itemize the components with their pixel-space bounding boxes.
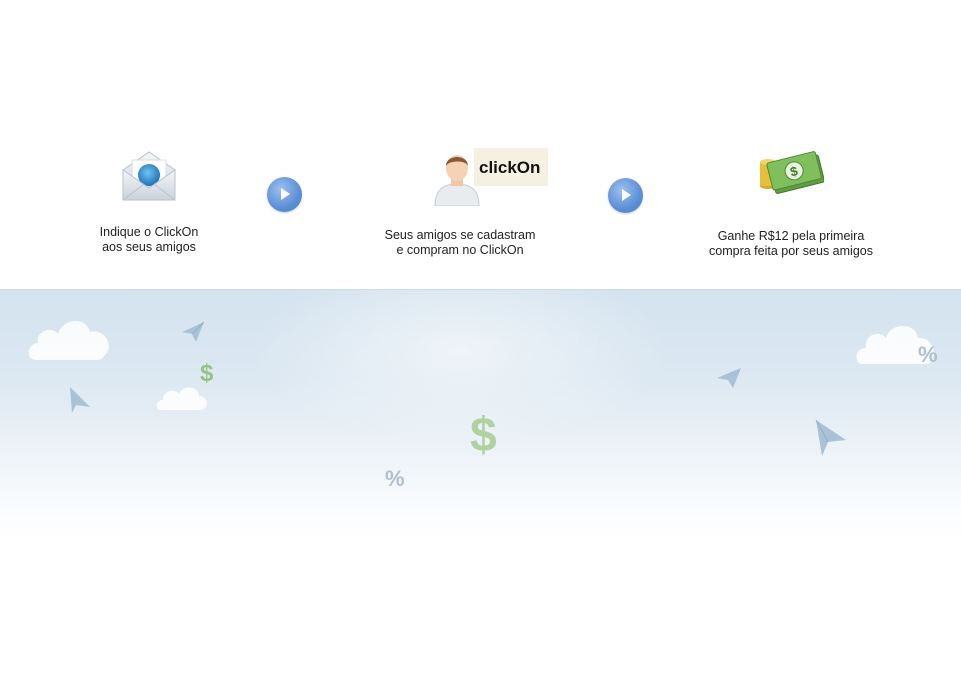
next-arrow-icon	[608, 178, 643, 213]
cloud-icon	[28, 320, 109, 360]
step-2-line1: Seus amigos se cadastram	[384, 228, 536, 242]
paper-plane-icon	[717, 368, 741, 388]
clickon-logo-text: clickOn	[479, 158, 540, 177]
step-3-text: Ganhe R$12 pela primeira compra feita po…	[700, 229, 882, 259]
how-it-works-steps: Indique o ClickOn aos seus amigos clickO…	[0, 0, 961, 289]
step-1-text: Indique o ClickOn aos seus amigos	[78, 225, 220, 255]
cloud-icon	[156, 387, 207, 410]
paper-plane-icon	[70, 387, 90, 413]
step-2-line2: e compram no ClickOn	[396, 243, 524, 257]
paper-plane-icon	[815, 420, 846, 456]
person-icon	[433, 150, 481, 207]
step-2-text: Seus amigos se cadastram e compram no Cl…	[375, 228, 545, 258]
cloud-icon	[856, 326, 934, 364]
step-3-line2: compra feita por seus amigos	[709, 244, 873, 258]
next-arrow-icon	[267, 177, 302, 212]
percent-symbol: %	[385, 466, 405, 491]
money-icon: $	[758, 146, 825, 198]
envelope-icon	[120, 148, 178, 204]
dollar-symbol: $	[200, 360, 214, 387]
dollar-symbol: $	[470, 409, 497, 462]
step-3-line1: Ganhe R$12 pela primeira	[717, 229, 865, 243]
decorative-sky-banner: $ $ % %	[0, 289, 961, 540]
clickon-logo: clickOn	[474, 148, 548, 186]
step-1-line1: Indique o ClickOn	[99, 225, 199, 239]
percent-symbol: %	[918, 342, 938, 367]
svg-text:$: $	[789, 163, 800, 179]
paper-plane-icon	[182, 322, 204, 342]
step-1-line2: aos seus amigos	[102, 240, 196, 254]
